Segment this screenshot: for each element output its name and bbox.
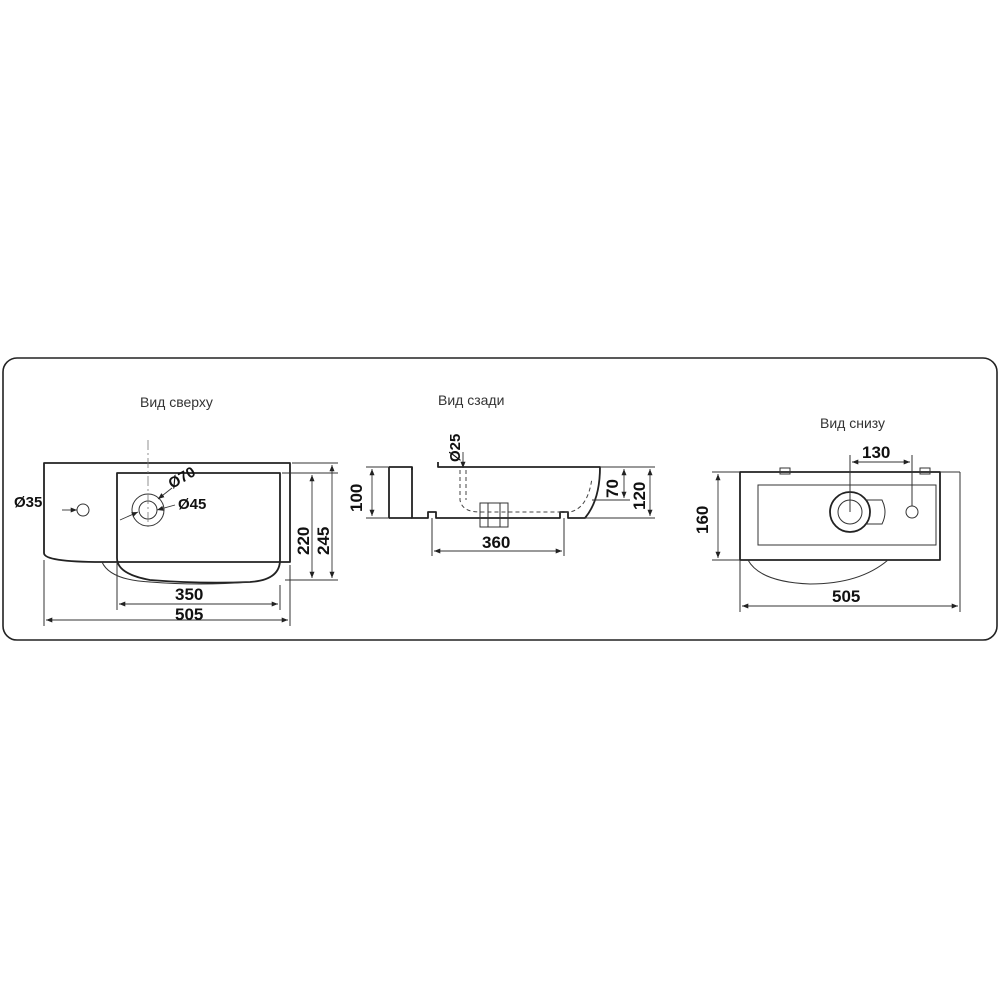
bottom-tap-hole — [905, 505, 919, 519]
bottom-depth-dim: 160 — [693, 506, 712, 534]
top-view: Вид сверху Ø35 Ø70 Ø45 220 245 — [14, 394, 338, 626]
back-view-outline — [389, 462, 601, 519]
top-view-bowl-front — [101, 561, 251, 585]
back-height-right-dim: 120 — [630, 482, 649, 510]
mount-spacing-dim: 360 — [482, 533, 510, 552]
drain-inner-dim: Ø45 — [178, 496, 206, 513]
bottom-view-recess — [757, 484, 937, 546]
bowl-width-dim: 350 — [175, 585, 203, 604]
back-view: Вид сзади Ø25 100 360 70 120 — [347, 392, 655, 556]
bottom-view-title: Вид снизу — [820, 415, 885, 431]
drain-outer-dim: Ø70 — [166, 464, 199, 493]
tap-hole — [76, 503, 90, 517]
hole-spacing-dim: 130 — [862, 443, 890, 462]
total-width-dim: 505 — [175, 605, 203, 624]
total-depth-dim: 245 — [314, 527, 333, 555]
back-view-title: Вид сзади — [438, 392, 504, 408]
top-view-title: Вид сверху — [140, 394, 213, 410]
drawing-frame — [2, 357, 998, 641]
back-height-left-dim: 100 — [347, 484, 366, 512]
pipe-dim: Ø25 — [447, 434, 464, 462]
top-view-outline — [43, 462, 291, 563]
bottom-view-outline — [739, 471, 941, 561]
bowl-depth-dim: 220 — [294, 527, 313, 555]
bottom-view-front — [747, 559, 889, 585]
back-height-inner-dim: 70 — [603, 479, 622, 498]
tap-hole-dim: Ø35 — [14, 494, 42, 511]
bottom-view: Вид снизу 130 160 505 — [693, 415, 961, 612]
back-view-hidden — [459, 470, 593, 513]
top-view-bowl — [116, 472, 281, 584]
bottom-width-dim: 505 — [832, 587, 860, 606]
